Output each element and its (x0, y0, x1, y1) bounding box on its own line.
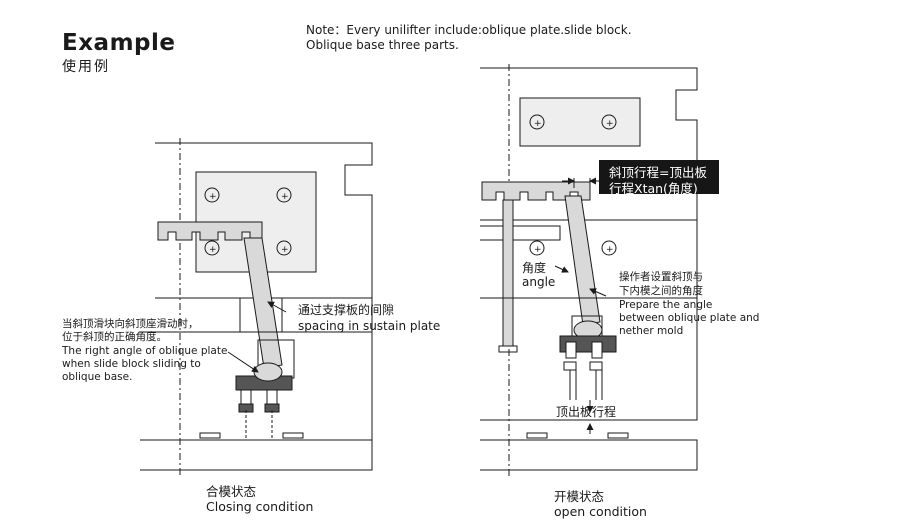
open-lower-plate (480, 297, 698, 421)
open-bolt-right (589, 361, 603, 371)
open-ejector-pin (502, 199, 514, 347)
open-caption-en: open condition (554, 504, 647, 519)
page-title: Example (62, 30, 176, 56)
open-stop-right (607, 432, 629, 439)
angle-note-en3: oblique base. (62, 371, 133, 383)
closing-slide-head (253, 362, 283, 382)
operator-note-en3: nether mold (619, 325, 684, 337)
open-upper-cavity (519, 97, 641, 147)
svg-text:+: + (281, 192, 289, 202)
angle-note-en1: The right angle of oblique plate (62, 345, 228, 357)
svg-text:+: + (606, 245, 614, 255)
open-stop-left (526, 432, 548, 439)
closing-upper-plate (155, 142, 373, 299)
svg-text:+: + (281, 245, 289, 255)
open-oblique-rod (564, 195, 601, 326)
svg-text:+: + (209, 192, 217, 202)
open-top-plate (480, 67, 698, 221)
closing-stop-left (199, 432, 221, 439)
closing-plate-head (157, 221, 263, 241)
closing-caption-en: Closing condition (206, 499, 314, 514)
closing-angle-leader (227, 351, 259, 373)
formula-line-1: 斜顶行程=顶出板 (609, 165, 707, 180)
open-cavity-teeth (480, 225, 561, 241)
angle-label-en: angle (522, 275, 556, 289)
closing-drawing: + + + + (140, 138, 373, 478)
closing-caption-cn: 合模状态 (206, 484, 257, 499)
closing-screw-holes: + + + + (204, 187, 292, 256)
formula-tag: 斜顶行程=顶出板 行程Xtan(角度) (599, 160, 719, 196)
open-caption-cn: 开模状态 (554, 489, 605, 504)
page-subtitle: 使用例 (62, 59, 110, 75)
stroke-label: 顶出板行程 (556, 405, 617, 419)
operator-leader (589, 288, 607, 297)
angle-note-cn2: 位于斜顶的正确角度。 (62, 331, 167, 343)
open-bolt-left (563, 361, 577, 371)
angle-leader (554, 265, 569, 273)
open-drawing: + + + + (480, 64, 698, 478)
closing-stop-right (282, 432, 304, 439)
note-line-2: Oblique base three parts. (306, 38, 459, 52)
svg-text:+: + (534, 119, 542, 129)
operator-note-en2: between oblique plate and (619, 312, 760, 324)
gap-label-cn: 通过支撑板的间隙 (298, 303, 395, 317)
closing-gap-leader (267, 301, 287, 313)
open-screw-holes-top: + + (529, 114, 617, 130)
angle-note-cn1: 当斜顶滑块向斜顶座滑动时， (62, 318, 199, 330)
svg-text:+: + (606, 119, 614, 129)
operator-note-cn2: 下内模之间的角度 (619, 285, 703, 297)
gap-label-en: spacing in sustain plate (298, 319, 441, 333)
svg-text:+: + (534, 245, 542, 255)
formula-line-2: 行程Xtan(角度) (609, 181, 698, 196)
note-line-1: Note：Every unilifter include:oblique pla… (306, 23, 632, 37)
svg-text:+: + (209, 245, 217, 255)
operator-note-en1: Prepare the angle (619, 299, 713, 311)
closing-oblique-rod (243, 237, 283, 369)
angle-note-en2: when slide block sliding to (62, 358, 201, 370)
open-ejector-plate (480, 439, 698, 471)
operator-note-cn1: 操作者设置斜顶与 (619, 271, 703, 283)
open-screw-holes-mid: + + (529, 240, 617, 256)
angle-label-cn: 角度 (522, 261, 547, 275)
closing-ejector-plate (140, 439, 373, 471)
